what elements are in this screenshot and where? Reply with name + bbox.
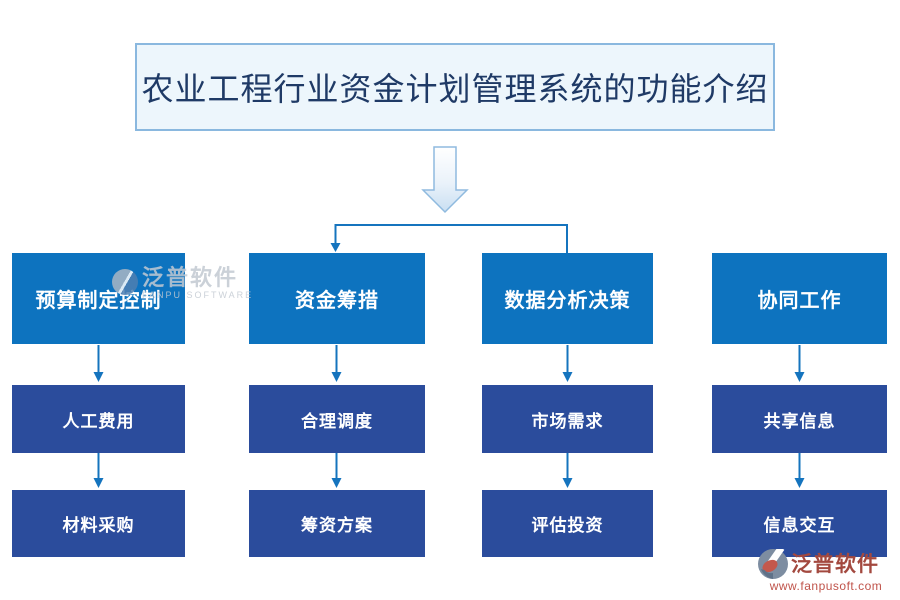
item-label: 共享信息 [763, 411, 836, 431]
item-box-financing-plan: 筹资方案 [249, 490, 425, 557]
flow-arrowhead-icon [331, 478, 342, 488]
item-box-reasonable-scheduling: 合理调度 [249, 385, 425, 453]
bracket-connector [334, 224, 568, 253]
fanpu-logo-icon [758, 549, 788, 579]
flow-arrowhead-icon [562, 478, 573, 488]
item-label: 市场需求 [531, 411, 604, 431]
item-box-information-exchange: 信息交互 [712, 490, 887, 557]
header-label: 预算制定控制 [35, 290, 162, 312]
item-label: 人工费用 [62, 411, 135, 431]
header-box-fund-raising: 资金筹措 [249, 253, 425, 344]
header-box-collaborative-work: 协同工作 [712, 253, 887, 344]
bracket-arrowhead-icon [330, 243, 341, 252]
flow-arrowhead-icon [794, 372, 805, 382]
fanpusoft-brand: 泛普软件 www.fanpusoft.com [758, 549, 894, 593]
item-box-material-purchase: 材料采购 [12, 490, 185, 557]
item-label: 筹资方案 [301, 516, 373, 535]
item-label: 材料采购 [62, 516, 135, 535]
item-box-labor-cost: 人工费用 [12, 385, 185, 453]
item-label: 信息交互 [763, 516, 836, 535]
item-label: 评估投资 [531, 516, 604, 535]
flow-arrowhead-icon [93, 478, 104, 488]
brand-name: 泛普软件 [791, 552, 879, 576]
down-block-arrow-icon [421, 146, 469, 214]
header-label: 协同工作 [757, 290, 842, 312]
item-box-investment-evaluation: 评估投资 [482, 490, 653, 557]
item-box-information-sharing: 共享信息 [712, 385, 887, 453]
item-box-market-demand: 市场需求 [482, 385, 653, 453]
flow-arrowhead-icon [794, 478, 805, 488]
header-box-budget-control: 预算制定控制 [12, 253, 185, 344]
title-box: 农业工程行业资金计划管理系统的功能介绍 [135, 43, 775, 131]
flow-arrowhead-icon [93, 372, 104, 382]
item-label: 合理调度 [301, 411, 373, 431]
header-label: 数据分析决策 [504, 290, 631, 312]
header-label: 资金筹措 [295, 290, 379, 312]
brand-url: www.fanpusoft.com [769, 579, 883, 593]
page-title: 农业工程行业资金计划管理系统的功能介绍 [141, 71, 769, 107]
flow-arrowhead-icon [562, 372, 573, 382]
flow-arrowhead-icon [331, 372, 342, 382]
header-box-data-analysis-decision: 数据分析决策 [482, 253, 653, 344]
